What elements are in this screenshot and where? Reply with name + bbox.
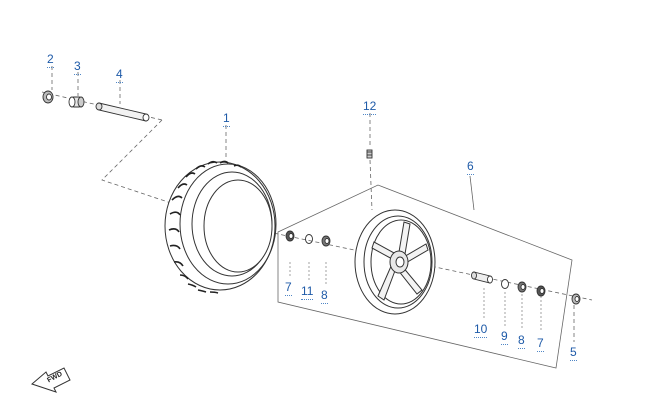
callout-10: 10: [474, 322, 488, 338]
spacer-part: [68, 96, 85, 108]
leader-6: [469, 175, 475, 211]
callout-7-right: 7: [537, 336, 544, 352]
callout-4: 4: [116, 67, 123, 83]
oil-seal-left-part: [285, 230, 295, 242]
circlip-part: [305, 234, 313, 244]
axle-nut-part: [42, 90, 54, 104]
callout-3: 3: [74, 59, 81, 75]
assembly-lines: [41, 66, 593, 342]
front-axle-part: [95, 102, 150, 122]
bearing-left-part: [321, 235, 331, 247]
front-tire-part: [164, 160, 277, 294]
callout-5: 5: [570, 345, 577, 361]
callout-2: 2: [47, 52, 54, 68]
washer-part: [501, 279, 509, 289]
front-wheel-rim-part: [354, 209, 436, 315]
callout-7-left: 7: [285, 280, 292, 296]
outer-spacer-part: [571, 293, 581, 305]
callout-9: 9: [501, 329, 508, 345]
callout-12: 12: [363, 99, 377, 115]
callout-1: 1: [223, 111, 230, 127]
callout-8-left: 8: [321, 288, 328, 304]
distance-collar-part: [471, 271, 493, 284]
callout-11: 11: [301, 284, 314, 300]
wheel-subassembly-outline: [277, 184, 573, 369]
callout-8-right: 8: [518, 333, 525, 349]
bearing-right-part: [517, 281, 527, 293]
forward-arrow-icon: [31, 367, 71, 393]
oil-seal-right-part: [536, 285, 546, 297]
callout-6: 6: [467, 159, 474, 175]
valve-part: [366, 149, 373, 159]
